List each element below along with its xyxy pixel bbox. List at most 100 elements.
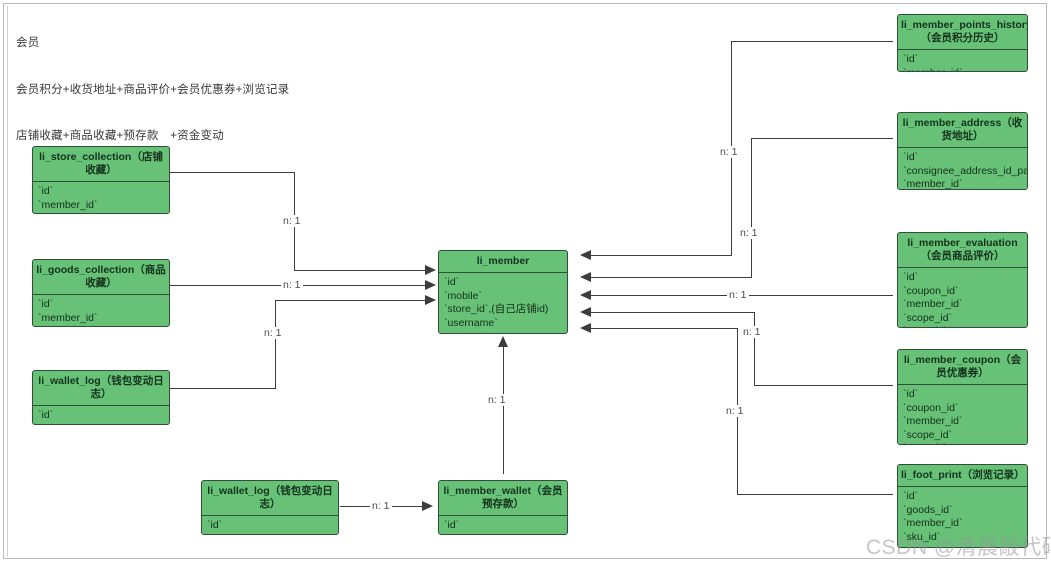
entity-field: `id` xyxy=(903,53,919,65)
entity-field: `store_id`,(自己店铺id) xyxy=(444,303,549,315)
connector-wallet-log-left-arrowhead xyxy=(425,295,436,305)
entity-field: `sku_id` xyxy=(903,530,941,543)
entity-field-list: `id` `member_id` `store_id` xyxy=(33,182,169,213)
entity-field: `id` xyxy=(903,151,919,163)
entity-field: `username` xyxy=(444,316,498,329)
entity-field: `consignee_address_id_path` xyxy=(903,164,1028,177)
connector-wallet-log-left-seg-v xyxy=(275,300,276,389)
entity-field: `id` xyxy=(444,276,460,288)
connector-store-collection-seg-h1 xyxy=(170,172,294,173)
entity-title: li_store_collection（店铺收藏） xyxy=(33,147,169,182)
entity-li-member-points-history[interactable]: li_member_points_history（会员积分历史） `id` `m… xyxy=(897,14,1028,72)
entity-title: li_member_address（收货地址） xyxy=(898,113,1027,148)
entity-title: li_member_coupon（会员优惠券） xyxy=(898,350,1027,385)
connector-member-evaluation-label: n: 1 xyxy=(727,289,749,301)
entity-field-list: `id` `coupon_id` `member_id` `scope_id` … xyxy=(898,268,1027,327)
connector-points-history-seg-h1 xyxy=(731,41,893,42)
entity-field-list: `id` `member_id` xyxy=(439,516,567,535)
connector-foot-print-label: n: 1 xyxy=(724,405,746,417)
connector-member-evaluation-arrowhead xyxy=(580,290,591,300)
entity-field: `member_id` xyxy=(903,415,963,427)
entity-title: li_member_wallet（会员预存款） xyxy=(439,481,567,516)
entity-field-list: `id` `member_id` xyxy=(33,406,169,425)
entity-field-list: `id` `member_id` xyxy=(202,516,338,535)
entity-field: `id` xyxy=(903,388,919,400)
connector-points-history-arrowhead xyxy=(580,250,591,260)
connector-member-coupon-label: n: 1 xyxy=(741,326,763,338)
connector-member-coupon-arrowhead xyxy=(580,307,591,317)
entity-field: `coupon_id` xyxy=(903,401,959,414)
entity-field-list: `id` `member_id` xyxy=(898,50,1027,72)
entity-field: `id` xyxy=(38,185,54,197)
entity-field: `store_id` xyxy=(38,212,169,213)
entity-field: `scope_id` xyxy=(903,311,953,324)
connector-wallet-log-bottom-arrowhead xyxy=(422,501,433,511)
entity-li-goods-collection[interactable]: li_goods_collection（商品收藏） `id` `member_i… xyxy=(32,259,170,327)
entity-field: `store_id` xyxy=(903,325,1027,327)
entity-field: `member_id` xyxy=(903,178,963,190)
connector-member-wallet-seg-v xyxy=(503,340,504,474)
connector-store-collection-seg-h2 xyxy=(294,270,426,271)
diagram-note-line-2: 会员积分+收货地址+商品评价+会员优惠券+浏览记录 xyxy=(16,83,290,96)
entity-li-wallet-log-bottom[interactable]: li_wallet_log（钱包变动日志） `id` `member_id` xyxy=(201,480,339,535)
connector-member-address-arrowhead xyxy=(580,272,591,282)
entity-title: li_member_points_history（会员积分历史） xyxy=(898,15,1027,50)
connector-store-collection-arrowhead xyxy=(425,265,436,275)
connector-member-address-seg-h1 xyxy=(751,138,893,139)
connector-goods-collection-arrowhead xyxy=(425,280,436,290)
entity-field: `member_id` xyxy=(38,311,98,324)
entity-field: `store_id` xyxy=(903,442,1027,444)
entity-field: `member_id` xyxy=(444,533,567,535)
connector-wallet-log-left-seg-h2 xyxy=(275,300,426,301)
diagram-note-line-1: 会员 xyxy=(16,37,40,49)
entity-field: `member_id` xyxy=(903,517,963,529)
entity-field-list: `id` `mobile` `store_id`,(自己店铺id) `usern… xyxy=(439,273,567,333)
entity-field: `id` xyxy=(903,271,919,283)
connector-member-wallet-label: n: 1 xyxy=(486,394,508,406)
entity-li-foot-print[interactable]: li_foot_print（浏览记录） `id` `goods_id` `mem… xyxy=(897,464,1028,548)
entity-field: `member_id` xyxy=(903,67,1027,72)
connector-wallet-log-left-label: n: 1 xyxy=(262,327,284,339)
connector-wallet-log-left-seg-h1 xyxy=(170,388,276,389)
entity-field: `member_id` xyxy=(903,298,963,310)
connector-member-address-seg-v xyxy=(751,138,752,278)
entity-title: li_goods_collection（商品收藏） xyxy=(33,260,169,295)
entity-li-store-collection[interactable]: li_store_collection（店铺收藏） `id` `member_i… xyxy=(32,146,170,214)
entity-li-member-wallet[interactable]: li_member_wallet（会员预存款） `id` `member_id` xyxy=(438,480,568,535)
entity-title: li_member xyxy=(439,251,567,273)
entity-li-member-address[interactable]: li_member_address（收货地址） `id` `consignee_… xyxy=(897,112,1028,190)
entity-field-list: `id` `coupon_id` `member_id` `scope_id` … xyxy=(898,385,1027,444)
entity-field: `id` xyxy=(38,409,54,421)
connector-member-coupon-seg-v xyxy=(754,312,755,386)
entity-field: `id` xyxy=(207,519,223,531)
connector-foot-print-seg-h2 xyxy=(589,328,738,329)
entity-field-list: `id` `consignee_address_id_path` `member… xyxy=(898,148,1028,190)
connector-member-coupon-seg-h2 xyxy=(589,312,755,313)
entity-field: `id` xyxy=(444,519,460,531)
entity-field: `goods_id` xyxy=(903,503,953,516)
entity-title: li_foot_print（浏览记录） xyxy=(898,465,1027,487)
entity-field-list: `id` `member_id` `sku_id` xyxy=(33,295,169,326)
entity-field: `member_id` xyxy=(207,533,338,535)
entity-li-wallet-log-left[interactable]: li_wallet_log（钱包变动日志） `id` `member_id` xyxy=(32,370,170,425)
entity-title: li_member_evaluation（会员商品评价） xyxy=(898,233,1027,268)
entity-field: `coupon_id` xyxy=(903,284,959,297)
connector-member-address-seg-h2 xyxy=(589,277,752,278)
entity-li-member[interactable]: li_member `id` `mobile` `store_id`,(自己店铺… xyxy=(438,250,568,334)
entity-field: `mobile` xyxy=(444,289,482,302)
entity-li-member-coupon[interactable]: li_member_coupon（会员优惠券） `id` `coupon_id`… xyxy=(897,349,1028,445)
entity-field: `id` xyxy=(38,298,54,310)
connector-member-address-label: n: 1 xyxy=(738,227,760,239)
entity-li-member-evaluation[interactable]: li_member_evaluation（会员商品评价） `id` `coupo… xyxy=(897,232,1028,328)
entity-field: `member_id` xyxy=(38,423,169,425)
entity-title: li_wallet_log（钱包变动日志） xyxy=(202,481,338,516)
connector-wallet-log-bottom-label: n: 1 xyxy=(370,500,392,512)
connector-goods-collection-label: n: 1 xyxy=(281,279,303,291)
diagram-note-line-3: 店铺收藏+商品收藏+预存款 +资金变动 xyxy=(16,130,224,142)
entity-field-list: `id` `goods_id` `member_id` `sku_id` xyxy=(898,487,1027,547)
connector-foot-print-seg-h1 xyxy=(737,494,893,495)
entity-field: `scope_id` xyxy=(903,428,953,441)
connector-member-coupon-seg-h1 xyxy=(754,385,893,386)
entity-field: `member_id` xyxy=(38,198,98,211)
